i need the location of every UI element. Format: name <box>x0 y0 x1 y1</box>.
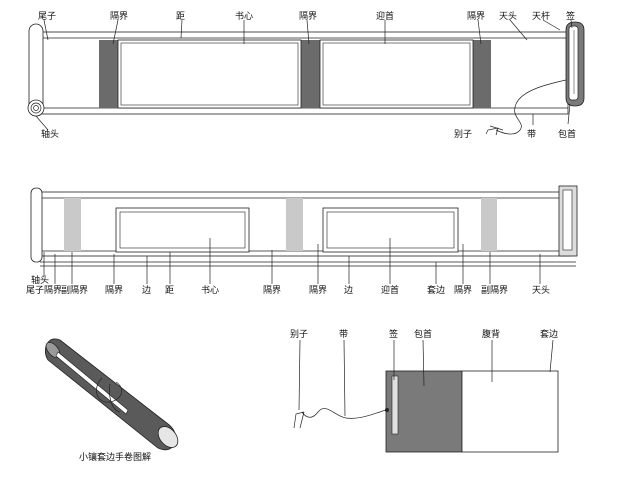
cover-label-dai: 带 <box>339 329 348 340</box>
cover-label-fubei: 腹背 <box>482 328 500 340</box>
label-dai: 带 <box>527 129 536 140</box>
label-taobian-2: 套边 <box>427 284 445 296</box>
rolled-scroll-end <box>157 426 179 448</box>
cover-leaders <box>298 339 554 417</box>
scroll-1: 尾子 隔界 距 书心 隔界 迎首 隔界 天头 天杆 签 轴头 别子 带 包首 <box>27 10 585 140</box>
scroll-1-leaders <box>35 19 573 131</box>
qian-label-strip <box>391 375 399 435</box>
label-gejie-mid: 隔界 <box>299 11 317 22</box>
label-tiangan: 天杆 <box>532 10 550 22</box>
rolled-scroll-body <box>44 338 177 451</box>
cover-label-taobian: 套边 <box>540 328 558 340</box>
tiangan <box>568 25 579 101</box>
fu-gejie-strip-right <box>481 198 497 251</box>
label-shuxin: 书心 <box>235 11 253 22</box>
label-zhoutou: 轴头 <box>41 128 59 140</box>
cover-dai <box>301 408 387 419</box>
label-gejie-2: 隔界 <box>263 285 281 296</box>
rolled-scroll: 小镶套边手卷图解 <box>44 338 179 463</box>
biezi <box>485 127 499 136</box>
zhoutou-spiral <box>27 99 45 117</box>
label-zhoutou-2: 轴头 <box>31 274 49 286</box>
label-gejie-1: 隔界 <box>105 285 123 296</box>
label-fu-gejie-right: 副隔界 <box>481 285 508 296</box>
rolled-scroll-dai <box>96 377 123 403</box>
label-bian-2: 边 <box>344 285 353 296</box>
yingshou-panel-2 <box>322 207 459 253</box>
label-ju: 距 <box>176 11 185 22</box>
fu-gejie-strip-left <box>64 198 81 251</box>
gejie-strip-mid <box>301 40 320 108</box>
label-ju-2: 距 <box>165 285 174 296</box>
fubei-panel <box>461 370 559 453</box>
yingshou-panel <box>319 39 474 109</box>
cover-label-baoshou: 包首 <box>414 328 432 340</box>
label-weizi: 尾子 <box>38 11 56 22</box>
cover-label-biezi: 别子 <box>290 329 308 340</box>
label-shuxin-2: 书心 <box>201 285 219 296</box>
label-yingshou-2: 迎首 <box>381 284 399 296</box>
label-gejie-right: 隔界 <box>467 11 485 22</box>
label-gejie-4: 隔界 <box>454 285 472 296</box>
cover-label-qian: 签 <box>389 328 398 340</box>
label-tiantou-2: 天头 <box>532 285 550 296</box>
scroll-2-leaders <box>43 238 541 284</box>
label-baoshou: 包首 <box>558 128 576 140</box>
shuxin-panel <box>117 39 302 109</box>
gejie-strip-left <box>99 40 118 108</box>
label-qian: 签 <box>566 10 575 22</box>
gejie-strip-2-mid <box>286 198 303 251</box>
dai-ribbon <box>495 79 567 135</box>
cover-biezi <box>293 411 305 429</box>
rolled-scroll-caption: 小镶套边手卷图解 <box>79 451 151 463</box>
gejie-strip-right <box>473 40 491 108</box>
label-fu-gejie-left: 副隔界 <box>61 285 88 296</box>
label-bian-1: 边 <box>142 285 151 296</box>
shuxin-panel-2 <box>115 207 250 253</box>
label-weizi-gejie: 尾子隔界 <box>26 285 62 296</box>
cover-detail: 别子 带 签 包首 腹背 套边 <box>290 328 559 453</box>
label-yingshou: 迎首 <box>376 10 394 22</box>
scroll-2: 轴头 尾子隔界 副隔界 隔界 边 距 书心 隔界 隔界 边 迎首 套边 隔界 副… <box>26 185 578 296</box>
label-gejie-3: 隔界 <box>309 285 327 296</box>
label-biezi: 别子 <box>454 129 472 140</box>
label-tiantou: 天头 <box>499 11 517 22</box>
weizi-roller-2 <box>30 187 43 263</box>
label-gejie-left: 隔界 <box>110 11 128 22</box>
